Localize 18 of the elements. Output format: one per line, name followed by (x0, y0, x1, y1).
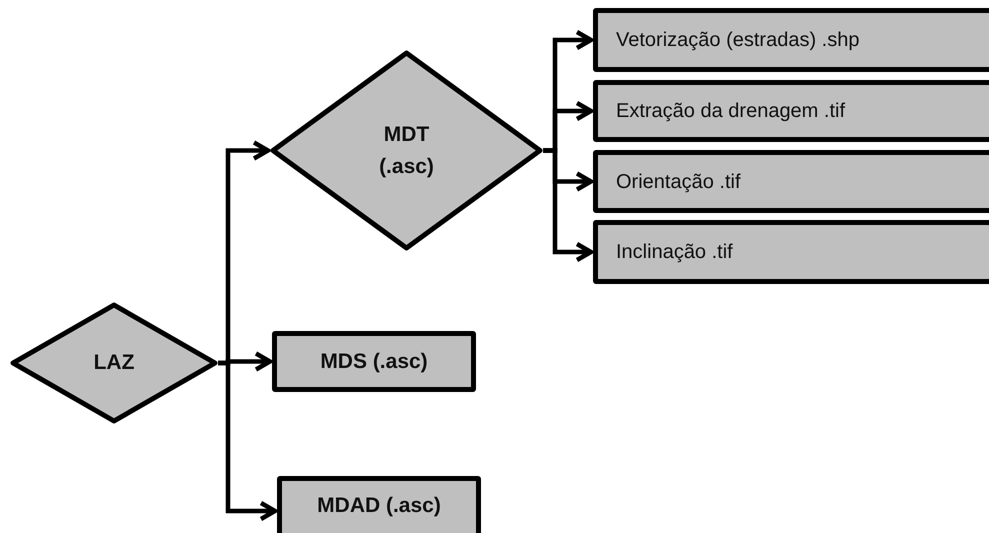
process-box (277, 476, 481, 533)
output-box (593, 150, 989, 213)
decision-diamond (10, 302, 218, 424)
arrow (543, 148, 594, 262)
node-label: Extração da drenagem .tif (616, 99, 846, 124)
process-box (272, 331, 476, 392)
node-label: Orientação .tif (616, 170, 741, 194)
decision-diamond (270, 50, 543, 251)
node-label: MDT (.asc) (378, 122, 435, 180)
node-label: MDS (.asc) (320, 348, 428, 375)
arrow (218, 360, 278, 522)
node-label: LAZ (92, 350, 136, 376)
output-box (593, 220, 989, 284)
output-box (593, 8, 989, 72)
node-label: Inclinação .tif (616, 240, 733, 265)
node-label: Vetorização (estradas) .shp (616, 28, 860, 53)
node-label: MDAD (.asc) (317, 493, 441, 520)
output-box (593, 80, 989, 142)
